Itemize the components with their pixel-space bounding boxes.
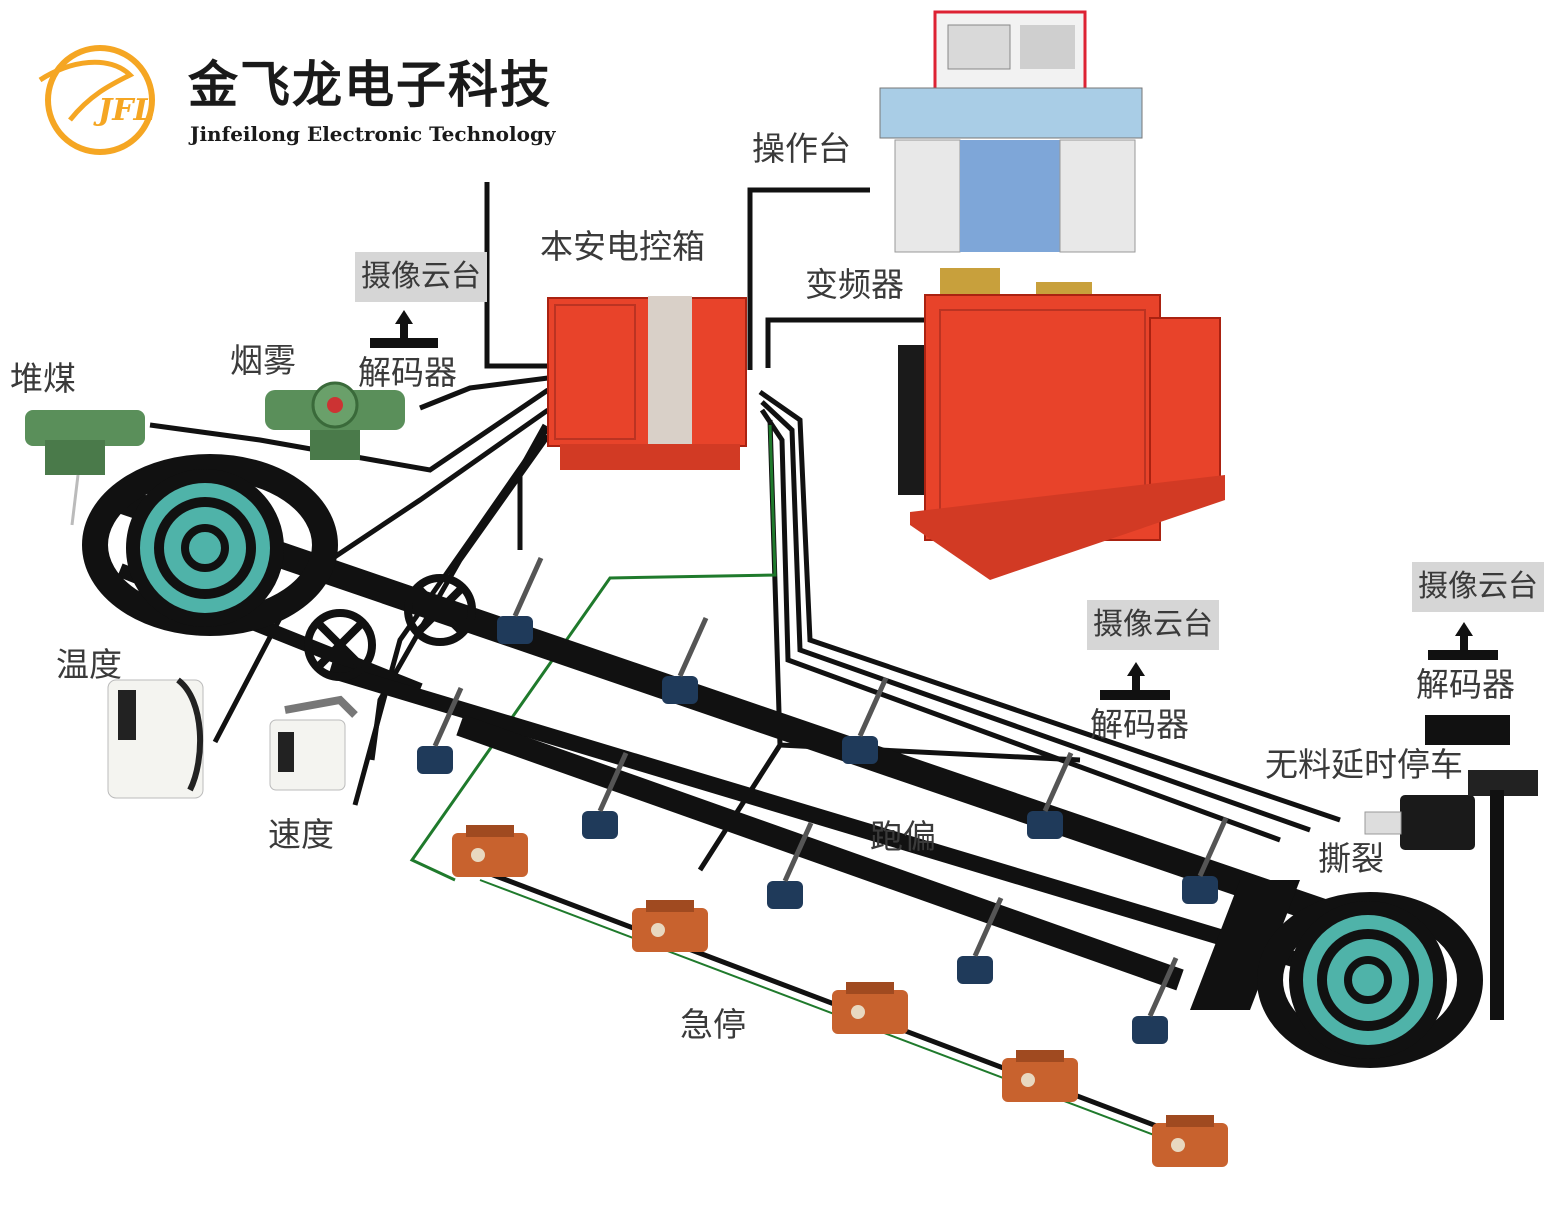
- brand-name-cn: 金飞龙电子科技: [188, 55, 552, 114]
- camera-ptz-box: 摄像云台: [1087, 600, 1219, 650]
- idler-pulley: [304, 574, 476, 681]
- deviation-switch: [842, 676, 889, 764]
- label-coal-pile: 堆煤: [10, 359, 76, 398]
- control-box: [547, 296, 747, 470]
- decoder-label: 解码器: [1416, 665, 1515, 704]
- operator-console: [879, 10, 1143, 253]
- label-temperature: 温度: [56, 645, 122, 684]
- emergency-stop-switch: [1002, 1050, 1078, 1102]
- logo-mark-icon: JFL: [38, 45, 155, 155]
- deviation-switch: [767, 821, 814, 909]
- smoke-sensor: [265, 381, 405, 460]
- deviation-switch: [497, 556, 544, 644]
- label-emergency-stop: 急停: [680, 1005, 746, 1044]
- deviation-switches: [417, 556, 1229, 1044]
- decoder-label: 解码器: [358, 353, 457, 392]
- deviation-switch: [1132, 956, 1179, 1044]
- camera-ptz-box: 摄像云台: [355, 252, 487, 302]
- deviation-switch: [1182, 816, 1229, 904]
- label-control-box: 本安电控箱: [540, 227, 705, 266]
- emergency-stop-switches: [452, 825, 1228, 1167]
- label-console: 操作台: [752, 129, 851, 168]
- decoder-label: 解码器: [1090, 705, 1189, 744]
- coal-pile-sensor: [25, 410, 145, 526]
- emergency-stop-switch: [632, 900, 708, 952]
- label-speed: 速度: [268, 815, 334, 854]
- tail-pulley: [1289, 901, 1447, 1059]
- emergency-stop-switch: [1152, 1115, 1228, 1167]
- brand-name-en: Jinfeilong Electronic Technology: [190, 122, 556, 146]
- tear-sensor: [1364, 795, 1475, 850]
- green-signal-line: [409, 424, 777, 882]
- temperature-sensor: [107, 677, 204, 799]
- deviation-switch: [417, 686, 464, 774]
- inverter: [898, 268, 1225, 580]
- emergency-stop-switch: [832, 982, 908, 1034]
- logo-text: JFL: [93, 93, 155, 128]
- label-deviation: 跑偏: [870, 817, 936, 856]
- camera-ptz-box: 摄像云台: [1412, 562, 1544, 612]
- decoder-arrows: [370, 310, 1498, 700]
- label-no-material-delay-stop: 无料延时停车: [1265, 745, 1463, 784]
- deviation-switch: [582, 751, 629, 839]
- deviation-switch: [1027, 751, 1074, 839]
- deviation-switch: [662, 616, 709, 704]
- deviation-switch: [957, 896, 1004, 984]
- label-inverter: 变频器: [805, 265, 904, 304]
- head-pulley: [126, 469, 284, 627]
- label-smoke: 烟雾: [230, 341, 296, 380]
- speed-sensor: [269, 695, 358, 791]
- label-tear: 撕裂: [1318, 839, 1384, 878]
- no-material-sensor: [1425, 715, 1538, 1020]
- emergency-stop-switch: [452, 825, 528, 877]
